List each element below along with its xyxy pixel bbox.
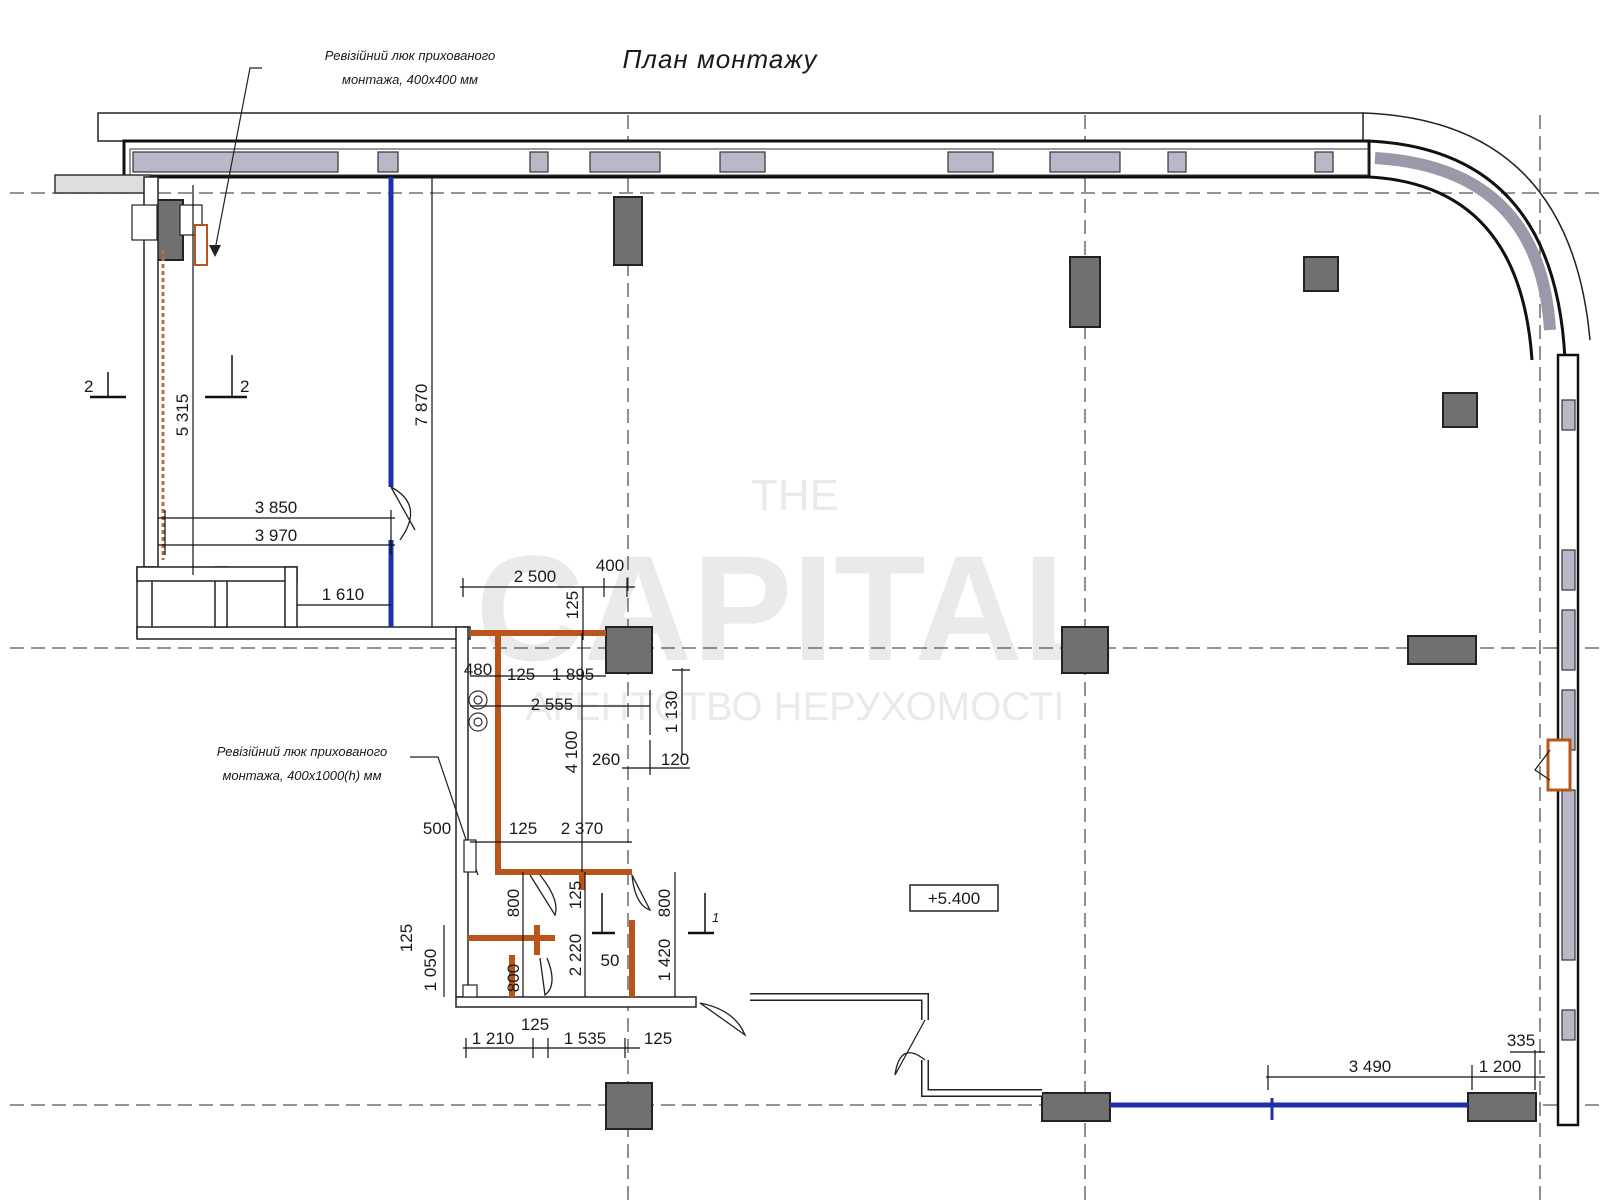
column [1442,392,1478,428]
dim-label: 125 [644,1029,672,1048]
watermark-line3: АГЕНТСТВО НЕРУХОМОСТІ [526,685,1065,729]
section-mark-label: 2 [84,377,93,396]
column [1467,1092,1537,1122]
doors [390,486,1551,1076]
hatch-top [131,67,262,266]
dim-label: 125 [563,591,582,619]
hatch-top-note-line1: Ревізійний люк прихованого [325,48,495,63]
dim-label: 500 [423,819,451,838]
dim-label: 125 [507,665,535,684]
section-mark-label: 1 [712,910,719,925]
dimension-lines [158,177,1545,1120]
section-mark-mid [592,893,615,935]
dim-label: 800 [504,964,523,992]
section-mark-bottom-right: 1 [688,893,719,935]
column [1069,256,1101,328]
hatch-mid-leader [410,756,479,876]
watermark-line1: THE [751,471,839,520]
column [1303,256,1339,292]
dim-label: 1 130 [662,691,681,734]
dim-label: 335 [1507,1031,1535,1050]
facade-top-wall [54,112,1371,194]
facade-right-wall [1546,353,1580,1127]
dim-label: 125 [566,881,585,909]
column [605,1082,653,1130]
dim-label: 120 [661,750,689,769]
dim-label: 3 490 [1349,1057,1392,1076]
curved-corner-wall [1362,112,1591,361]
section-mark-left: 2 [84,372,126,399]
dim-label: 1 050 [421,949,440,992]
dim-label: 800 [655,889,674,917]
dim-label: 480 [464,660,492,679]
dim-label: 2 220 [566,934,585,977]
dim-label: 400 [596,556,624,575]
dim-label: 3 850 [255,498,298,517]
column [1061,626,1109,674]
hatch-mid-note-line1: Ревізійний люк прихованого [217,744,387,759]
column [154,199,184,261]
dim-label: 1 420 [655,939,674,982]
dim-label: 2 500 [514,567,557,586]
level-mark: +5.400 [909,884,999,912]
dim-label: 260 [592,750,620,769]
section-mark-label: 2 [240,377,249,396]
column [1041,1092,1111,1122]
dim-label: 4 100 [562,731,581,774]
dim-label: 7 870 [412,384,431,427]
dim-label: 1 610 [322,585,365,604]
level-mark-label: +5.400 [928,889,980,908]
dim-label: 125 [509,819,537,838]
column [1407,635,1477,665]
dim-label: 1 210 [472,1029,515,1048]
hatch-mid-note-line2: монтажа, 400x1000(h) мм [222,768,381,783]
dim-label: 2 370 [561,819,604,838]
dim-label: 5 315 [173,394,192,437]
dim-label: 125 [397,924,416,952]
dim-label: 1 895 [552,665,595,684]
dim-label: 2 555 [531,695,574,714]
section-mark-right: 2 [205,355,249,399]
plan-title: План монтажу [622,44,818,74]
column [605,626,653,674]
dim-label: 50 [601,951,620,970]
dim-label: 1 200 [1479,1057,1522,1076]
dim-label: 3 970 [255,526,298,545]
dim-label: 800 [504,889,523,917]
plumbing-fixtures [468,690,488,732]
inner-walls [136,176,1468,1108]
column [613,196,643,266]
hatch-top-note-line2: монтажа, 400x400 мм [342,72,478,87]
dim-label: 1 535 [564,1029,607,1048]
hatch-mid [463,839,477,873]
dim-label: 125 [521,1015,549,1034]
dimension-labels: 5 315 7 870 3 850 3 970 1 610 2 500 400 … [173,384,1535,1076]
